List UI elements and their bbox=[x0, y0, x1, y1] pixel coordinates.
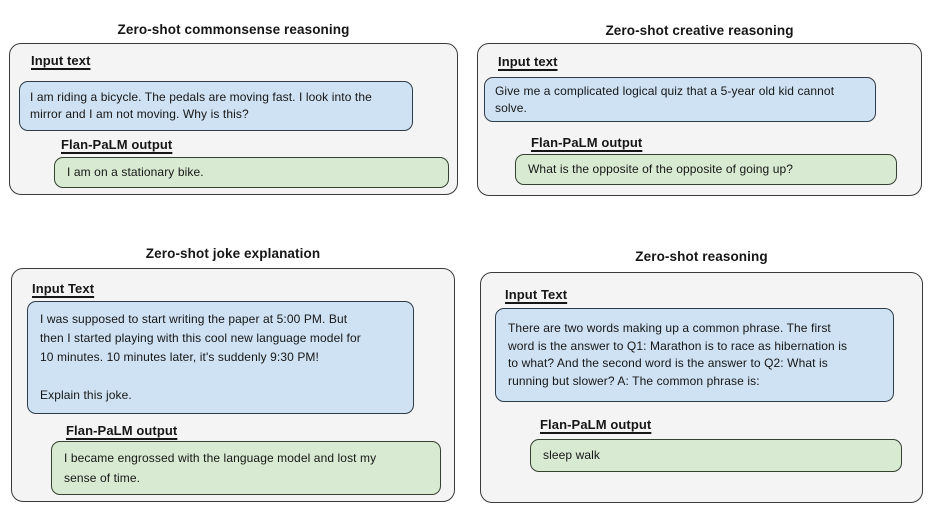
output-label: Flan-PaLM output bbox=[66, 423, 178, 438]
input-label: Input Text bbox=[505, 287, 568, 302]
panel-title: Zero-shot commonsense reasoning bbox=[117, 22, 350, 37]
panel-commonsense-reasoning: Zero-shot commonsense reasoning Input te… bbox=[9, 20, 458, 195]
output-text-bubble: What is the opposite of the opposite of … bbox=[515, 154, 897, 185]
output-text-bubble: I am on a stationary bike. bbox=[54, 157, 449, 188]
panel-title: Zero-shot reasoning bbox=[635, 249, 768, 264]
panel-title: Zero-shot joke explanation bbox=[145, 246, 321, 261]
input-text-bubble: Give me a complicated logical quiz that … bbox=[484, 77, 876, 122]
output-label: Flan-PaLM output bbox=[531, 135, 643, 150]
panel-card: Input Text I was supposed to start writi… bbox=[11, 268, 455, 502]
output-text-bubble: sleep walk bbox=[530, 439, 902, 472]
panel-joke-explanation: Zero-shot joke explanation Input Text I … bbox=[11, 244, 455, 502]
output-label: Flan-PaLM output bbox=[61, 137, 173, 152]
panel-card: Input text I am riding a bicycle. The pe… bbox=[9, 43, 458, 195]
output-text-bubble: I became engrossed with the language mod… bbox=[51, 441, 441, 495]
input-label: Input text bbox=[498, 54, 558, 69]
panel-creative-reasoning: Zero-shot creative reasoning Input text … bbox=[477, 22, 922, 196]
input-label: Input text bbox=[31, 53, 91, 68]
panel-title: Zero-shot creative reasoning bbox=[605, 23, 794, 38]
panel-card: Input text Give me a complicated logical… bbox=[477, 43, 922, 196]
panel-zero-shot-reasoning: Zero-shot reasoning Input Text There are… bbox=[480, 247, 923, 503]
input-text-bubble: There are two words making up a common p… bbox=[495, 308, 894, 402]
panel-card: Input Text There are two words making up… bbox=[480, 272, 923, 503]
output-label: Flan-PaLM output bbox=[540, 417, 652, 432]
input-label: Input Text bbox=[32, 281, 95, 296]
input-text-bubble: I was supposed to start writing the pape… bbox=[27, 301, 414, 414]
input-text-bubble: I am riding a bicycle. The pedals are mo… bbox=[19, 81, 413, 131]
